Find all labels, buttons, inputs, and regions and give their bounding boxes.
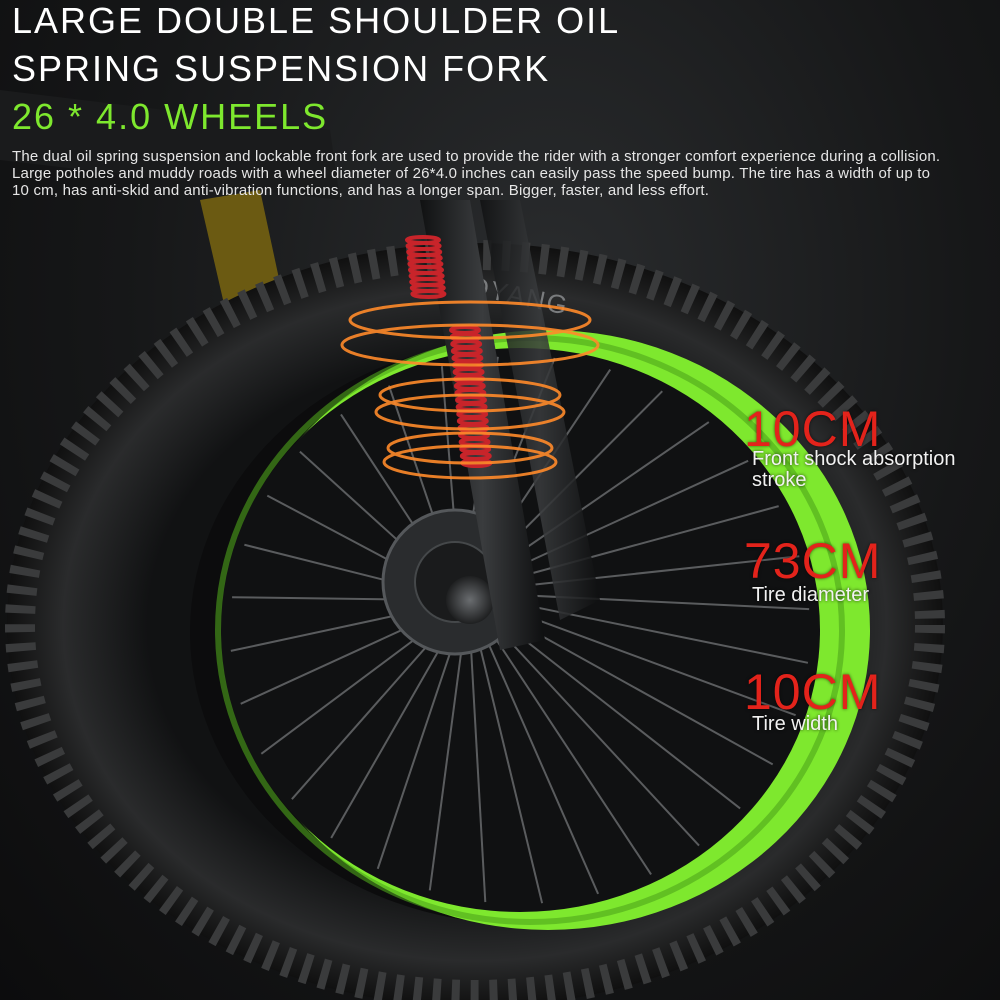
spec-stroke-label: Front shock absorption stroke bbox=[752, 448, 956, 491]
headline-line-1: LARGE DOUBLE SHOULDER OIL bbox=[12, 0, 621, 41]
fork-leg-right bbox=[480, 200, 600, 620]
spec-width-label: Tire width bbox=[752, 713, 838, 735]
shock-glow-rings bbox=[340, 300, 600, 480]
spec-width-value: 10CM bbox=[744, 664, 882, 720]
headline-line-3: 26 * 4.0 WHEELS bbox=[12, 96, 329, 137]
spec-diameter-value: 73CM bbox=[744, 533, 882, 589]
tire-tread bbox=[5, 240, 945, 1000]
spec-diameter-label: Tire diameter bbox=[752, 584, 870, 606]
frame-tube bbox=[0, 90, 340, 200]
headline-line-2: SPRING SUSPENSION FORK bbox=[12, 48, 551, 89]
spring-upper bbox=[405, 235, 447, 299]
hub bbox=[446, 576, 494, 624]
spec-stroke-value: 10CM bbox=[744, 401, 882, 457]
description-text: The dual oil spring suspension and locka… bbox=[12, 148, 941, 199]
